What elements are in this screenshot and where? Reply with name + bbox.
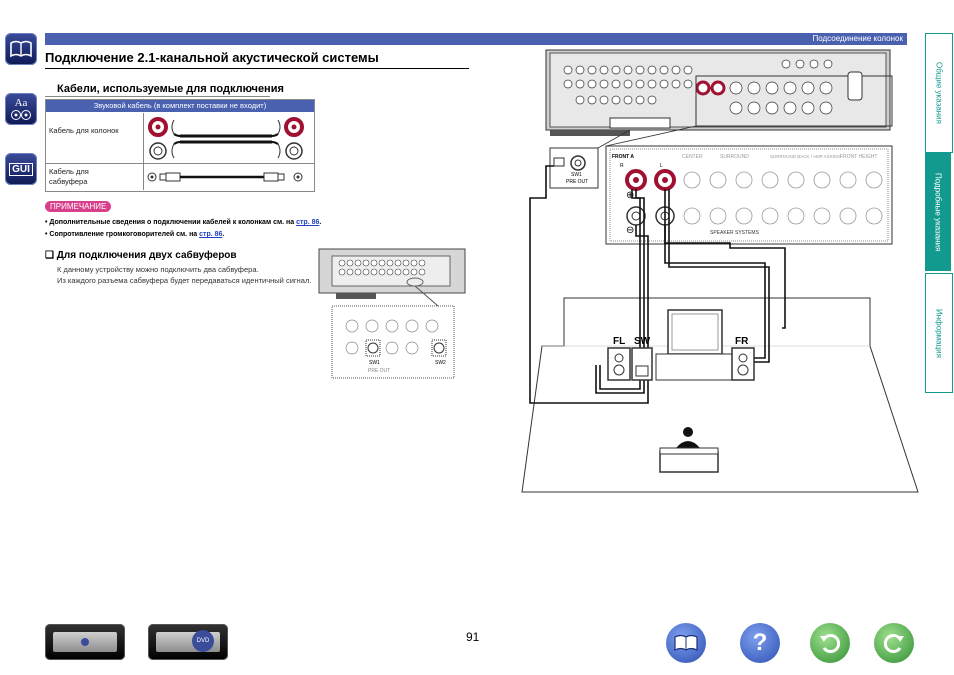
preout-panel: SW1 PRE OUT [549,147,599,189]
forward-button[interactable] [874,623,914,663]
tab-information-label: Информация [934,308,944,358]
page-link[interactable]: стр. 86 [199,231,223,238]
inset-label-preout: PRE OUT [368,368,390,374]
two-subs-illustration: SW1 SW2 PRE OUT [318,248,466,379]
two-subs-heading: ❑ Для подключения двух сабвуферов [45,250,237,261]
remote-button[interactable]: DVD [148,624,228,660]
text-index-icon[interactable]: Aa [5,93,37,125]
note-badge: ПРИМЕЧАНИЕ [45,201,112,212]
speaker-label-sw: SW [634,336,651,347]
preout-label: PRE OUT [566,179,588,185]
cables-divider [45,96,270,97]
tv-icon [655,309,733,381]
cable-row-speaker: Кабель для колонок [46,113,314,164]
terminal-label-front-height: FRONT HEIGHT [840,154,877,160]
speaker-fr-icon [731,347,755,381]
terminal-label-center: CENTER [682,154,703,160]
cable-label-subwoofer: Кабель для сабвуфера [49,167,89,186]
terminal-label-front-a: FRONT A [612,154,634,160]
speaker-label-fl: FL [613,336,625,347]
cable-label-speaker: Кабель для колонок [49,126,119,135]
gui-label: GUI [9,162,33,176]
subwoofer-cable-icon [147,172,303,182]
undo-arrow-icon [820,634,841,653]
section-label: Подсоединение колонок [812,34,903,43]
table-column-divider [143,113,144,190]
front-panel-button[interactable] [45,624,125,660]
text-index-label: Aa [14,97,28,109]
front-panel-icon [53,632,117,652]
wiring-diagram: FRONT A CENTER SURROUND SURROUND BACK / … [521,49,919,493]
terminal-label-surround: SURROUND [720,154,749,160]
speaker-sw-icon [631,347,653,381]
speaker-cable-icon [148,117,304,160]
speaker-terminal-panel: FRONT A CENTER SURROUND SURROUND BACK / … [605,145,893,245]
terminal-label-surround-back: SURROUND BACK / AMP ASSIGN [770,154,841,159]
page-title: Подключение 2.1-канальной акустической с… [45,50,379,65]
contents-book-icon[interactable] [5,33,37,65]
note-text: • Сопротивление громкоговорителей см. на [45,231,200,238]
tab-detailed[interactable]: Подробные указания [925,153,951,271]
redo-arrow-icon [883,634,904,653]
cables-heading: Кабели, используемые для подключения [57,83,284,95]
back-button[interactable] [810,623,850,663]
tab-information[interactable]: Информация [925,273,953,393]
cables-table: Звуковой кабель (в комплект поставки не … [45,99,315,192]
tab-detailed-label: Подробные указания [933,172,943,252]
two-subs-paragraph-2: Из каждого разъема сабвуфера будет перед… [57,276,312,285]
speaker-systems-label: SPEAKER SYSTEMS [710,230,760,236]
help-icon: ? [752,629,768,656]
svg-text:⊖: ⊖ [626,225,634,236]
cable-row-subwoofer: Кабель для сабвуфера [46,164,314,190]
terminal-sublabel-l: L [660,163,663,169]
listener-icon [659,427,719,473]
note-text: • Дополнительные сведения о подключении … [45,219,297,226]
page-link[interactable]: стр. 86 [296,219,320,226]
speaker-fl-icon [607,347,631,381]
note-tail: . [222,231,225,238]
remote-dvd-label: DVD [192,630,214,652]
section-header-bar: Подсоединение колонок [45,33,907,45]
cable-illustrations [147,117,304,182]
note-tail: . [319,219,322,226]
svg-text:⊕: ⊕ [626,190,634,201]
two-subs-paragraph-1: К данному устройству можно подключить дв… [57,265,259,274]
page-number: 91 [466,630,480,644]
inset-label-sw2: SW2 [435,360,446,366]
cables-table-header: Звуковой кабель (в комплект поставки не … [46,100,314,112]
help-button[interactable]: ? [740,623,780,663]
contents-button[interactable] [666,623,706,663]
title-divider [45,68,469,69]
inset-label-sw1: SW1 [369,360,380,366]
terminal-sublabel-r: R [620,163,624,169]
note-item: • Дополнительные сведения о подключении … [45,219,321,226]
note-item: • Сопротивление громкоговорителей см. на… [45,231,224,238]
remote-icon: DVD [156,630,220,652]
gui-icon[interactable]: GUI [5,153,37,185]
sw1-label: SW1 [571,172,582,178]
speaker-label-fr: FR [735,336,749,347]
tab-general[interactable]: Общие указания [925,33,953,153]
tab-general-label: Общие указания [934,62,944,124]
receiver-back-panel [545,49,893,136]
book-icon [674,634,698,651]
